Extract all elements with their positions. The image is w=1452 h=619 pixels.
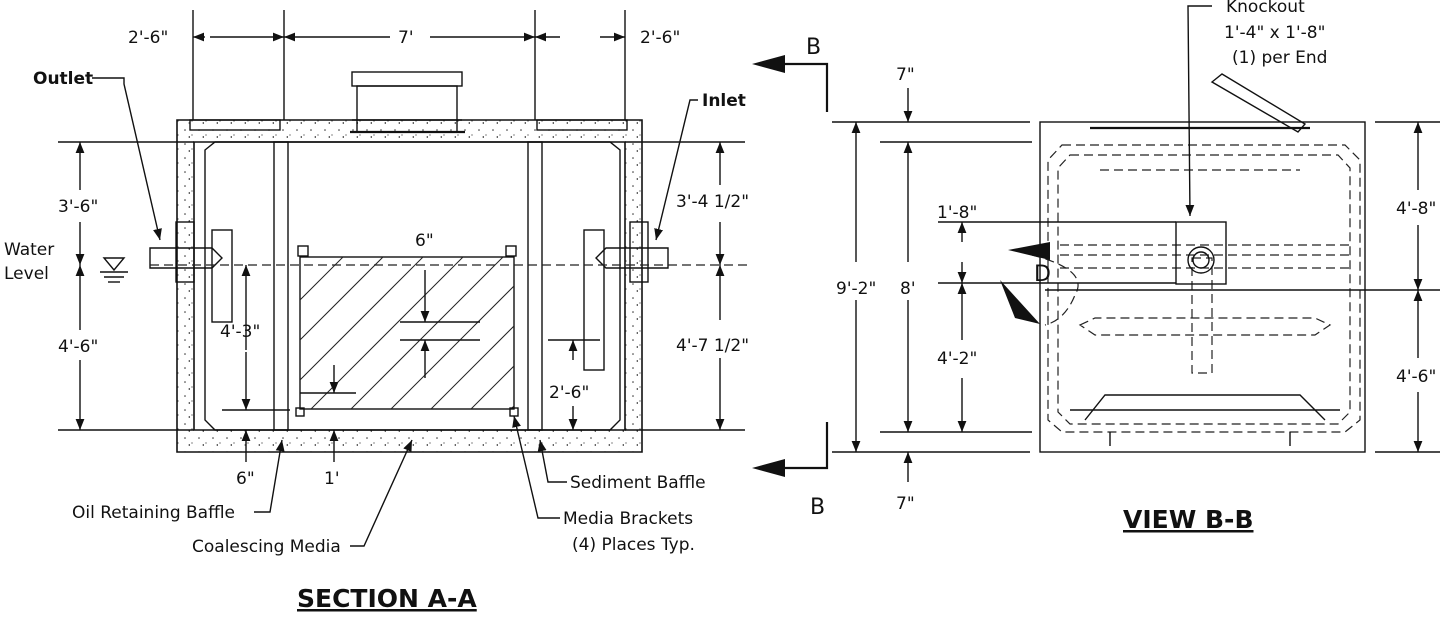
water-level-label-1: Water xyxy=(4,240,54,260)
frame-left xyxy=(189,119,281,131)
rotation-arrow xyxy=(1000,242,1079,326)
frame-right xyxy=(536,119,628,131)
knockout xyxy=(1175,5,1227,285)
media-bracket xyxy=(295,407,305,417)
view-b-b: B B Knockout 1'-4" x 1'-8" (1) per End xyxy=(752,0,1440,534)
dim-top-right: 2'-6" xyxy=(640,28,680,48)
callout-sediment-baffle: Sediment Baffle xyxy=(570,473,706,493)
callout-outlet: Outlet xyxy=(33,69,93,89)
dim-bottom-mid: 1' xyxy=(324,469,340,489)
knockout-label-3: (1) per End xyxy=(1232,48,1327,68)
section-a-a: 2'-6" 7' 2'-6" 3'-6" 4'-6" Water Level 3… xyxy=(4,10,750,613)
callout-media-brackets-1: Media Brackets xyxy=(563,509,693,529)
hidden-pipe xyxy=(1078,317,1332,336)
right-dimensions xyxy=(625,141,745,431)
dim-sediment-height: 2'-6" xyxy=(549,383,589,403)
view-b-dim-inner: 8' xyxy=(900,279,916,299)
section-cut-marks xyxy=(752,55,829,477)
view-b-left-dimensions xyxy=(832,88,1176,482)
media-bracket xyxy=(505,245,517,257)
oil-retaining-baffle xyxy=(273,141,289,431)
dim-right-lower: 4'-7 1/2" xyxy=(676,336,749,356)
dim-top-left: 2'-6" xyxy=(128,28,168,48)
view-b-dim-overall: 9'-2" xyxy=(836,279,876,299)
vault-end-outline xyxy=(1039,121,1366,453)
water-level-symbol xyxy=(100,257,128,283)
callout-coalescing-media: Coalescing Media xyxy=(192,537,341,557)
knockout-label-2: 1'-4" x 1'-8" xyxy=(1224,23,1325,43)
dim-left-upper: 3'-6" xyxy=(58,197,98,217)
base-support xyxy=(1084,394,1326,421)
section-mark-top: B xyxy=(806,35,821,60)
sediment-baffle xyxy=(527,141,543,431)
tank-liner xyxy=(204,141,621,431)
callout-oil-baffle: Oil Retaining Baffle xyxy=(72,503,235,523)
dim-right-upper: 3'-4 1/2" xyxy=(676,192,749,212)
view-b-dim-bottom: 7" xyxy=(896,494,915,514)
view-b-dim-right-upper: 4'-8" xyxy=(1396,199,1436,219)
knockout-label-1: Knockout xyxy=(1226,0,1305,17)
callout-media-brackets-2: (4) Places Typ. xyxy=(572,535,695,555)
callout-inlet: Inlet xyxy=(702,91,746,111)
dim-baffle-height: 4'-3" xyxy=(220,322,260,342)
callout-leaders xyxy=(92,77,698,547)
rotation-label: D xyxy=(1034,262,1051,287)
hidden-riser xyxy=(1191,257,1213,374)
view-b-dim-top: 7" xyxy=(896,65,915,85)
water-level-label-2: Level xyxy=(4,264,49,284)
left-dimensions xyxy=(58,141,194,431)
liner-hidden-inner xyxy=(1057,154,1351,425)
coalescing-media xyxy=(299,256,515,410)
dim-top-middle: 7' xyxy=(398,28,414,48)
view-b-dim-lower: 4'-2" xyxy=(937,349,977,369)
dim-bottom-left: 6" xyxy=(236,469,255,489)
top-dimensions xyxy=(192,10,626,120)
media-bracket xyxy=(297,245,309,257)
open-hatch-lid xyxy=(1210,73,1307,133)
view-b-dim-right-lower: 4'-6" xyxy=(1396,367,1436,387)
dim-left-lower: 4'-6" xyxy=(58,337,98,357)
liner-hidden xyxy=(1047,144,1361,433)
view-b-title: VIEW B-B xyxy=(1123,505,1254,534)
internal-dimensions xyxy=(222,265,600,462)
section-a-title: SECTION A-A xyxy=(297,584,477,613)
dim-media-gap: 6" xyxy=(415,231,434,251)
view-b-dim-upper: 1'-8" xyxy=(937,203,977,223)
view-b-right-dimensions xyxy=(1045,121,1440,453)
section-mark-bottom: B xyxy=(810,495,825,520)
access-hatch xyxy=(350,71,465,134)
